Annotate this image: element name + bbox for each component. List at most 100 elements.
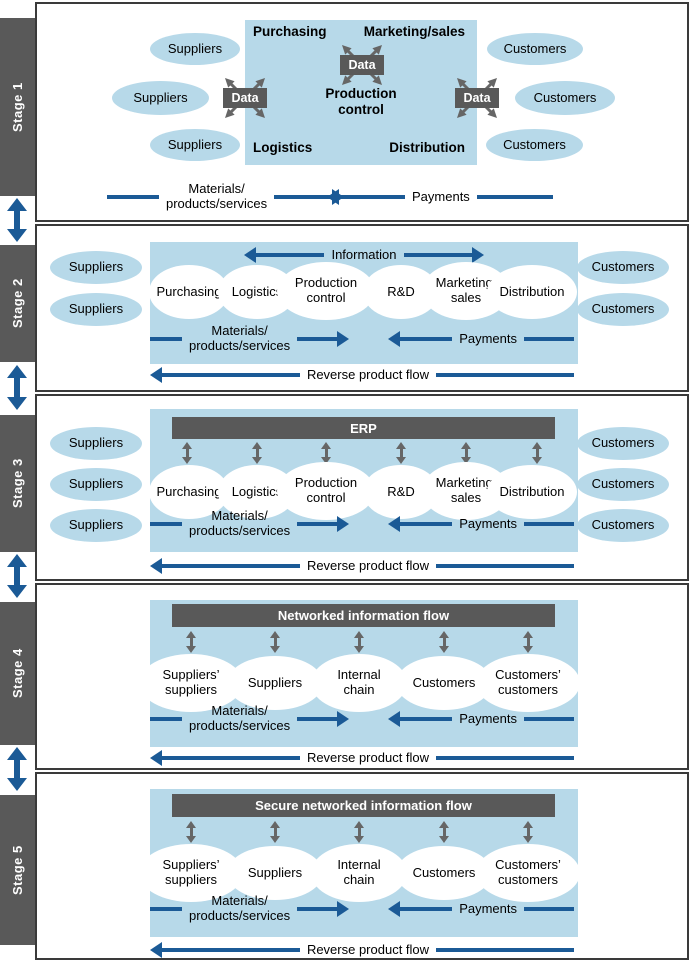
flow-line — [150, 907, 182, 911]
reverse-product-flow: Reverse product flow — [150, 366, 574, 384]
double-arrow-connector — [269, 821, 281, 843]
chain-ellipse: Customers — [396, 846, 492, 900]
double-arrow-connector — [522, 631, 534, 653]
flow-line — [107, 195, 159, 199]
double-arrow-connector — [522, 821, 534, 843]
left-arrow — [327, 189, 405, 205]
right-arrow — [403, 247, 484, 263]
secure-networked-information-bar: Secure networked information flow — [172, 794, 555, 817]
flow-line — [524, 907, 574, 911]
double-arrow-connector — [353, 821, 365, 843]
materials-flow-label: Materials/ products/services — [189, 508, 291, 538]
data-hub-top: Data — [334, 37, 390, 93]
flow-line — [436, 373, 574, 377]
chain-ellipse: Suppliers’ suppliers — [139, 844, 243, 902]
function-ellipse: Purchasing — [149, 465, 229, 519]
stage-transition-arrow-icon — [7, 747, 27, 791]
customer-ellipse: Customers — [577, 427, 669, 460]
double-arrow-connector — [531, 442, 543, 464]
flow-line — [524, 337, 574, 341]
data-badge: Data — [455, 88, 499, 108]
supplier-ellipse: Suppliers — [112, 81, 209, 115]
payments-flow-label: Payments — [412, 188, 470, 204]
double-arrow-connector — [269, 631, 281, 653]
stage1-internal-functions-panel — [245, 20, 477, 165]
stage1-label-logistics: Logistics — [253, 140, 313, 155]
stage3-box: ERP Purchasing Logistics Production cont… — [35, 394, 689, 581]
information-flow-label: Information — [331, 246, 397, 262]
right-arrow — [274, 189, 345, 205]
stage5-box: Secure networked information flow Suppli… — [35, 772, 689, 960]
double-arrow-connector — [185, 631, 197, 653]
function-ellipse: Purchasing — [149, 265, 229, 319]
materials-flow: Materials/ products/services — [150, 505, 350, 543]
materials-flow-label: Materials/ products/services — [189, 703, 291, 733]
supplier-ellipse: Suppliers — [150, 33, 240, 65]
stage3-sidebar-label: Stage 3 — [0, 415, 35, 552]
left-arrow — [388, 331, 453, 347]
payments-flow-label: Payments — [459, 330, 517, 346]
stage-transition-arrow-icon — [7, 198, 27, 242]
data-badge: Data — [223, 88, 267, 108]
information-flow: Information — [150, 246, 578, 264]
materials-flow: Materials/ products/services — [150, 700, 350, 738]
double-arrow-connector — [438, 631, 450, 653]
chain-ellipse: Suppliers — [227, 846, 323, 900]
stage4-sidebar-label: Stage 4 — [0, 602, 35, 745]
left-arrow — [244, 247, 325, 263]
payments-flow: Payments — [388, 330, 574, 348]
right-arrow — [297, 516, 350, 532]
double-arrow-connector — [181, 442, 193, 464]
customer-ellipse: Customers — [577, 509, 669, 542]
materials-flow-label: Materials/ products/services — [166, 181, 268, 211]
chain-ellipse: Internal chain — [311, 844, 407, 902]
chain-ellipse: Customers’ customers — [476, 654, 580, 712]
function-ellipse: Production control — [277, 462, 375, 520]
reverse-product-flow: Reverse product flow — [150, 941, 574, 959]
reverse-product-flow: Reverse product flow — [150, 557, 574, 575]
stage-transition-arrow-icon — [7, 554, 27, 598]
reverse-flow-label: Reverse product flow — [306, 749, 430, 765]
flow-line — [150, 522, 182, 526]
double-arrow-connector — [251, 442, 263, 464]
flow-line — [476, 195, 553, 199]
right-arrow — [297, 711, 350, 727]
left-arrow — [150, 750, 300, 766]
flow-line — [524, 522, 574, 526]
materials-flow-label: Materials/ products/services — [189, 893, 291, 923]
stage2-box: Information Purchasing Logistics Product… — [35, 224, 689, 392]
stage1-label-distribution: Distribution — [389, 140, 465, 155]
chain-ellipse: Customers — [396, 656, 492, 710]
materials-flow: Materials/ products/services — [150, 320, 350, 358]
payments-flow: Payments — [388, 710, 574, 728]
function-ellipse: Production control — [277, 262, 375, 320]
flow-line — [524, 717, 574, 721]
function-ellipse: Distribution — [487, 265, 577, 319]
right-arrow — [297, 901, 350, 917]
stage1-box: Purchasing Marketing/sales Production co… — [35, 2, 689, 222]
payments-flow: Payments — [327, 188, 553, 206]
materials-flow: Materials/ products/services — [107, 178, 345, 216]
flow-line — [436, 948, 574, 952]
function-ellipse: Marketing/ sales — [422, 462, 510, 520]
customer-ellipse: Customers — [515, 81, 615, 115]
left-arrow — [150, 942, 300, 958]
erp-bar: ERP — [172, 417, 555, 439]
double-arrow-connector — [395, 442, 407, 464]
payments-flow: Payments — [388, 900, 574, 918]
flow-line — [150, 337, 182, 341]
stage1-label-marketing-sales: Marketing/sales — [363, 24, 465, 39]
payments-flow: Payments — [388, 515, 574, 533]
supplier-ellipse: Suppliers — [50, 427, 142, 460]
right-arrow — [297, 331, 350, 347]
networked-information-bar: Networked information flow — [172, 604, 555, 627]
flow-line — [436, 756, 574, 760]
payments-flow-label: Payments — [459, 515, 517, 531]
double-arrow-connector — [320, 442, 332, 464]
data-hub-left: Data — [217, 70, 273, 126]
customer-ellipse: Customers — [577, 468, 669, 501]
stage-transition-arrow-icon — [7, 365, 27, 410]
customer-ellipse: Customers — [577, 251, 669, 284]
payments-flow-label: Payments — [459, 900, 517, 916]
materials-flow-label: Materials/ products/services — [189, 323, 291, 353]
